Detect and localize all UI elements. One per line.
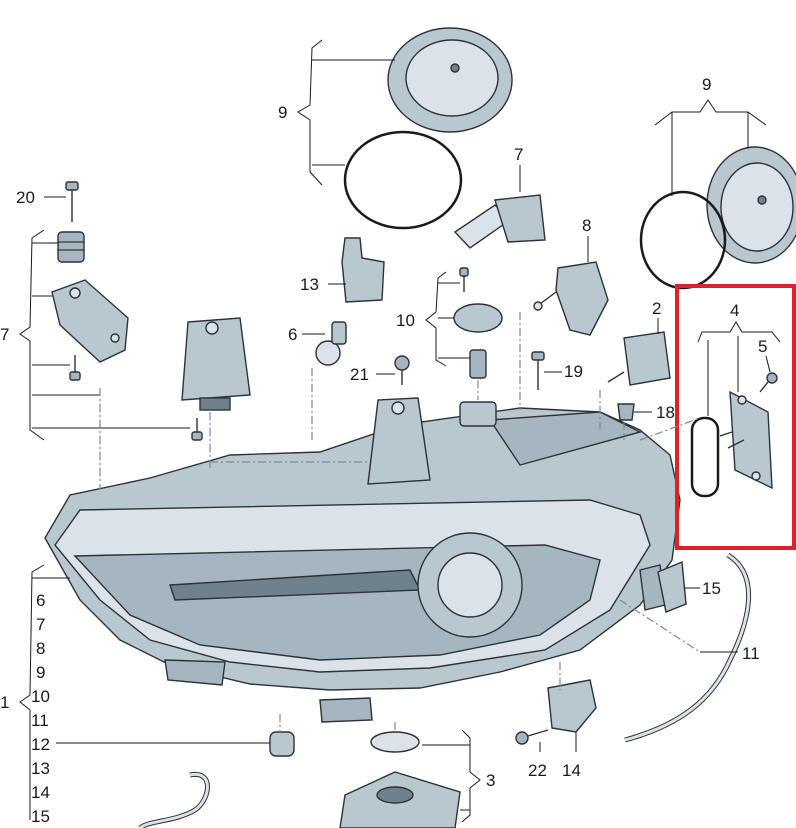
cover-cap-9-top (387, 27, 513, 133)
list-item: 15 (31, 807, 50, 826)
screw-21 (394, 355, 410, 385)
callout-1: 1 (0, 693, 9, 712)
callout-3: 3 (486, 771, 495, 790)
clip-13 (341, 237, 385, 303)
screw-lower-left (69, 355, 81, 381)
cable-11 (624, 552, 751, 743)
list-item: 6 (36, 591, 45, 610)
callout-19: 19 (564, 362, 583, 381)
bulb-6 (315, 321, 347, 366)
mounting-tab-center (367, 397, 431, 485)
list-item: 10 (31, 687, 50, 706)
callout-7-left: 7 (0, 325, 9, 344)
ballast-control-unit-3 (339, 771, 461, 828)
callout-2: 2 (652, 299, 661, 318)
callout-14: 14 (562, 761, 581, 780)
list-item: 8 (36, 639, 45, 658)
screw-mid-left (191, 418, 203, 441)
seal-ring-top (343, 130, 463, 230)
list-item: 12 (31, 735, 50, 754)
screw-19 (531, 351, 545, 390)
adjuster-assembly-10 (453, 267, 503, 427)
callout-22: 22 (528, 761, 547, 780)
cable-bottom-left (138, 772, 210, 828)
callout-6: 6 (288, 325, 297, 344)
screw-22 (515, 729, 549, 745)
cover-cap-9-right (706, 146, 796, 264)
list-item: 13 (31, 759, 50, 778)
callout-20: 20 (16, 188, 35, 207)
callout-9-right: 9 (702, 75, 711, 94)
callout-15: 15 (702, 579, 721, 598)
callout-11: 11 (742, 644, 760, 663)
xenon-bulb-2 (607, 331, 671, 386)
callout-4: 4 (730, 301, 739, 320)
plug-18 (617, 403, 635, 421)
callout-13: 13 (300, 275, 319, 294)
headlight-housing (44, 407, 681, 723)
screw-20 (65, 181, 79, 222)
callout-labels: 9 9 7 20 8 13 7 6 10 2 4 5 21 19 18 15 1… (0, 75, 767, 826)
leveling-motor-8 (533, 261, 609, 336)
callout-9-top: 9 (278, 103, 287, 122)
seal-ring-right (639, 190, 727, 290)
callout-10: 10 (396, 311, 415, 330)
grommet-12 (269, 731, 295, 757)
list-item: 7 (36, 615, 45, 634)
list-item: 11 (31, 711, 49, 730)
callout-21: 21 (350, 365, 369, 384)
highlight-box (675, 284, 796, 550)
mounting-tab-left (181, 317, 251, 411)
bulb-7 (453, 194, 546, 249)
list-item: 14 (31, 783, 50, 802)
mounting-bracket (51, 279, 129, 363)
gasket-4 (690, 416, 720, 498)
bracket-15 (657, 560, 687, 613)
leader-lines (19, 39, 781, 823)
assembly-guide-lines (99, 312, 701, 732)
screw-5 (759, 372, 778, 393)
callout-18: 18 (656, 403, 675, 422)
bracket-14 (547, 679, 597, 733)
callout-5: 5 (758, 337, 767, 356)
cover-plate-4 (719, 390, 773, 490)
list-item: 9 (36, 663, 45, 682)
callout-8: 8 (582, 216, 591, 235)
adjuster-nut (57, 231, 85, 263)
seal-ring-3 (370, 731, 420, 753)
callout-7-top: 7 (514, 145, 523, 164)
